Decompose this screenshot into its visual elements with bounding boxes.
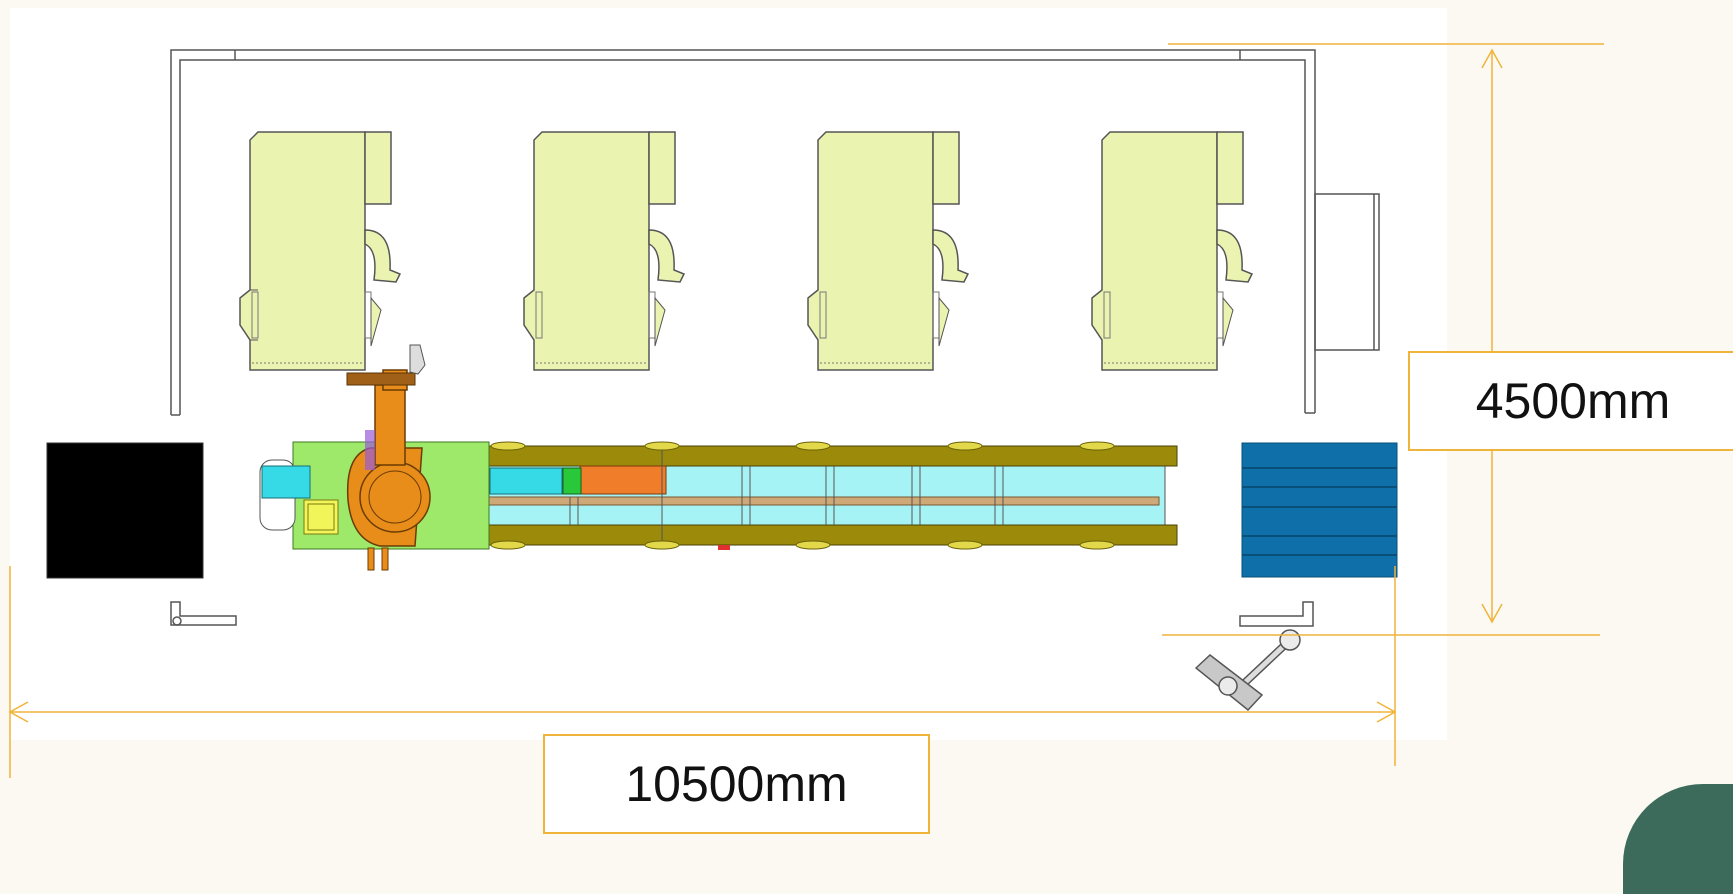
height-dimension-text: 4500mm — [1475, 373, 1671, 429]
black-pallet-station — [46, 442, 204, 579]
height-dimension-label: 4500mm — [1408, 351, 1733, 451]
cnc-machine-icon — [523, 131, 650, 371]
cnc-machine-2 — [523, 131, 686, 371]
cnc-machine-3 — [807, 131, 970, 371]
blue-pallet-station — [1241, 442, 1398, 578]
cnc-machine-icon — [807, 131, 934, 371]
drawing-area — [10, 8, 1447, 740]
cnc-machine-icon — [239, 131, 366, 371]
cnc-machine-icon — [1091, 131, 1218, 371]
cnc-machine-4 — [1091, 131, 1254, 371]
width-dimension-text: 10500mm — [625, 756, 848, 812]
industrial-robot — [346, 344, 431, 571]
cnc-machine-1 — [239, 131, 402, 371]
dimension-lines — [8, 43, 1604, 778]
factory-layout-diagram — [8, 8, 1604, 778]
linear-rail-track — [486, 441, 1178, 550]
width-dimension-label: 10500mm — [543, 734, 930, 834]
enclosure-fence — [170, 49, 1380, 627]
